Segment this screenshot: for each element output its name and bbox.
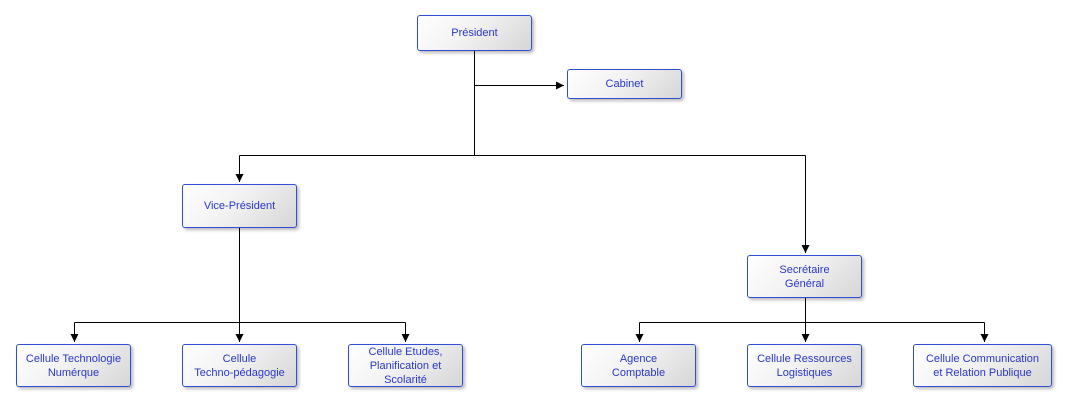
node-cabinet[interactable]: Cabinet bbox=[567, 69, 682, 99]
node-label: Président bbox=[451, 27, 498, 39]
node-label: Vice-Président bbox=[203, 200, 276, 212]
node-president[interactable]: Président bbox=[417, 15, 532, 51]
node-label: Cabinet bbox=[605, 78, 644, 90]
node-vice-president[interactable]: Vice-Président bbox=[182, 184, 297, 228]
node-label: Secrétaire Général bbox=[779, 263, 830, 290]
node-label: Cellule Etudes, Planification et Scolari… bbox=[368, 345, 443, 386]
node-secretaire-general[interactable]: Secrétaire Général bbox=[747, 255, 862, 298]
node-label: Cellule Techno-pédagogie bbox=[194, 352, 285, 379]
node-label: Cellule Ressources Logistiques bbox=[757, 352, 852, 379]
node-label: Cellule Technologie Numérque bbox=[25, 352, 122, 379]
node-cellule-technologie-numerique[interactable]: Cellule Technologie Numérque bbox=[16, 344, 131, 387]
node-cellule-ressources-logistiques[interactable]: Cellule Ressources Logistiques bbox=[747, 344, 862, 387]
node-agence-comptable[interactable]: Agence Comptable bbox=[581, 344, 696, 387]
node-cellule-communication[interactable]: Cellule Communication et Relation Publiq… bbox=[913, 344, 1052, 387]
node-cellule-techno-pedagogie[interactable]: Cellule Techno-pédagogie bbox=[182, 344, 297, 387]
node-cellule-etudes[interactable]: Cellule Etudes, Planification et Scolari… bbox=[348, 344, 463, 387]
node-label: Cellule Communication et Relation Publiq… bbox=[925, 352, 1040, 379]
node-label: Agence Comptable bbox=[611, 352, 666, 379]
